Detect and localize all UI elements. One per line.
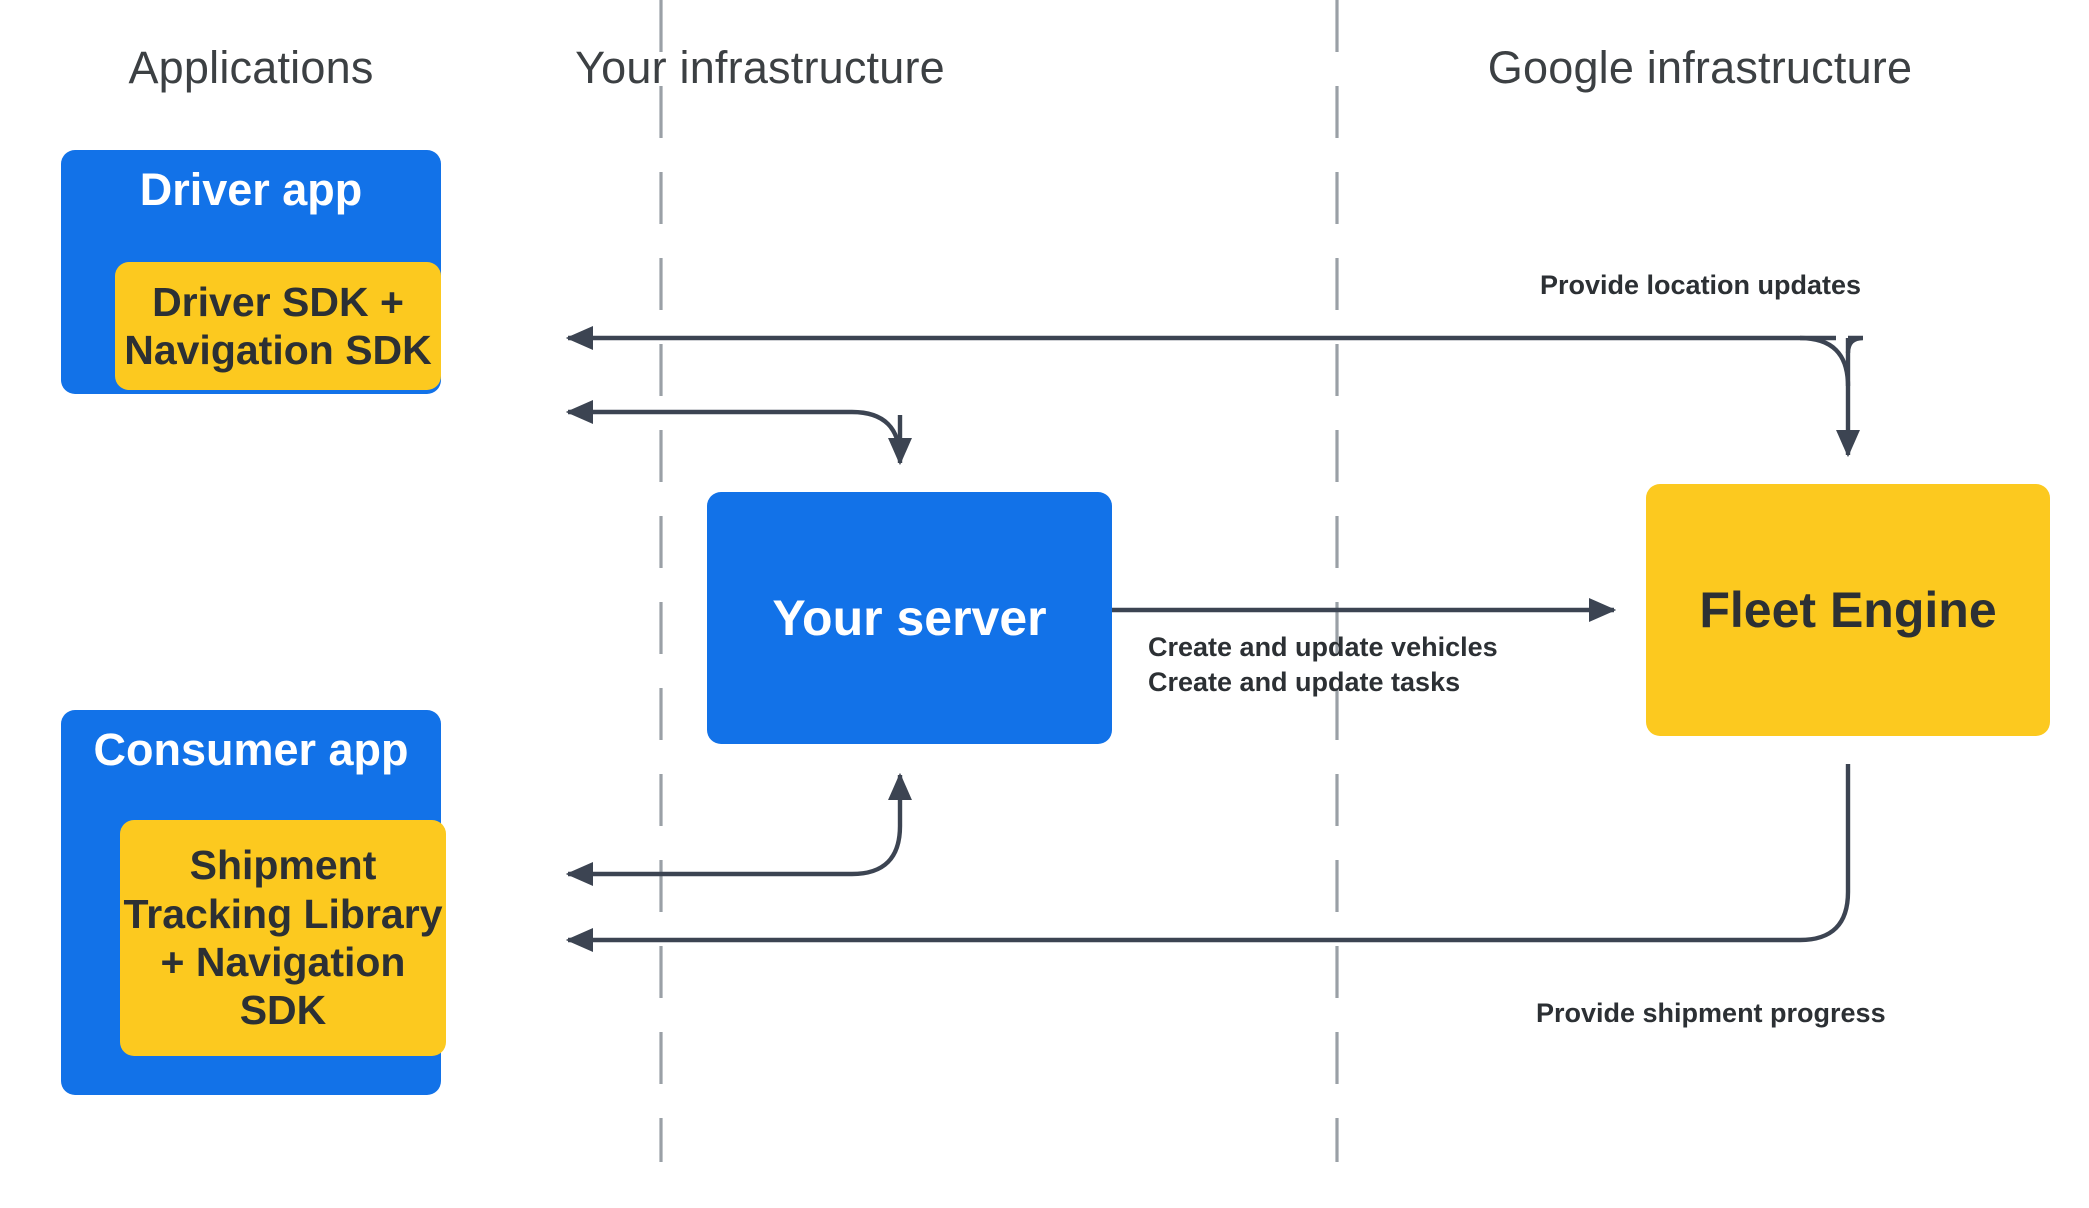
node-driver-sdk-label: Driver SDK + Navigation SDK (124, 278, 432, 373)
column-header-your-infrastructure: Your infrastructure (575, 42, 945, 93)
node-driver-app-label: Driver app (139, 164, 363, 215)
edge-label-provide-location-updates: Provide location updates (1540, 270, 1862, 300)
node-your-server[interactable]: Your server (707, 492, 1112, 744)
edge-label-create-and-update: Create and update vehicles Create and up… (1148, 632, 1498, 697)
node-driver-sdk[interactable]: Driver SDK + Navigation SDK (115, 262, 441, 390)
node-consumer-sdk[interactable]: Shipment Tracking Library + Navigation S… (120, 820, 446, 1056)
column-header-applications: Applications (128, 42, 374, 93)
edge-driver-to-server-elbow (565, 399, 903, 461)
edge-shipment-progress (565, 764, 1851, 953)
edge-label-provide-shipment-progress: Provide shipment progress (1536, 998, 1886, 1028)
node-fleet-engine[interactable]: Fleet Engine (1646, 484, 2050, 736)
node-consumer-sdk-label: Shipment Tracking Library + Navigation S… (123, 842, 443, 1034)
column-header-google-infrastructure: Google infrastructure (1487, 42, 1913, 93)
node-fleet-engine-label: Fleet Engine (1699, 582, 1997, 638)
node-your-server-label: Your server (772, 590, 1047, 646)
node-consumer-app-label: Consumer app (93, 724, 409, 775)
edge-location-updates-corner (1799, 335, 1851, 387)
edge-location-updates-run (1845, 335, 1864, 354)
edge-server-to-consumer-elbow (565, 772, 913, 887)
